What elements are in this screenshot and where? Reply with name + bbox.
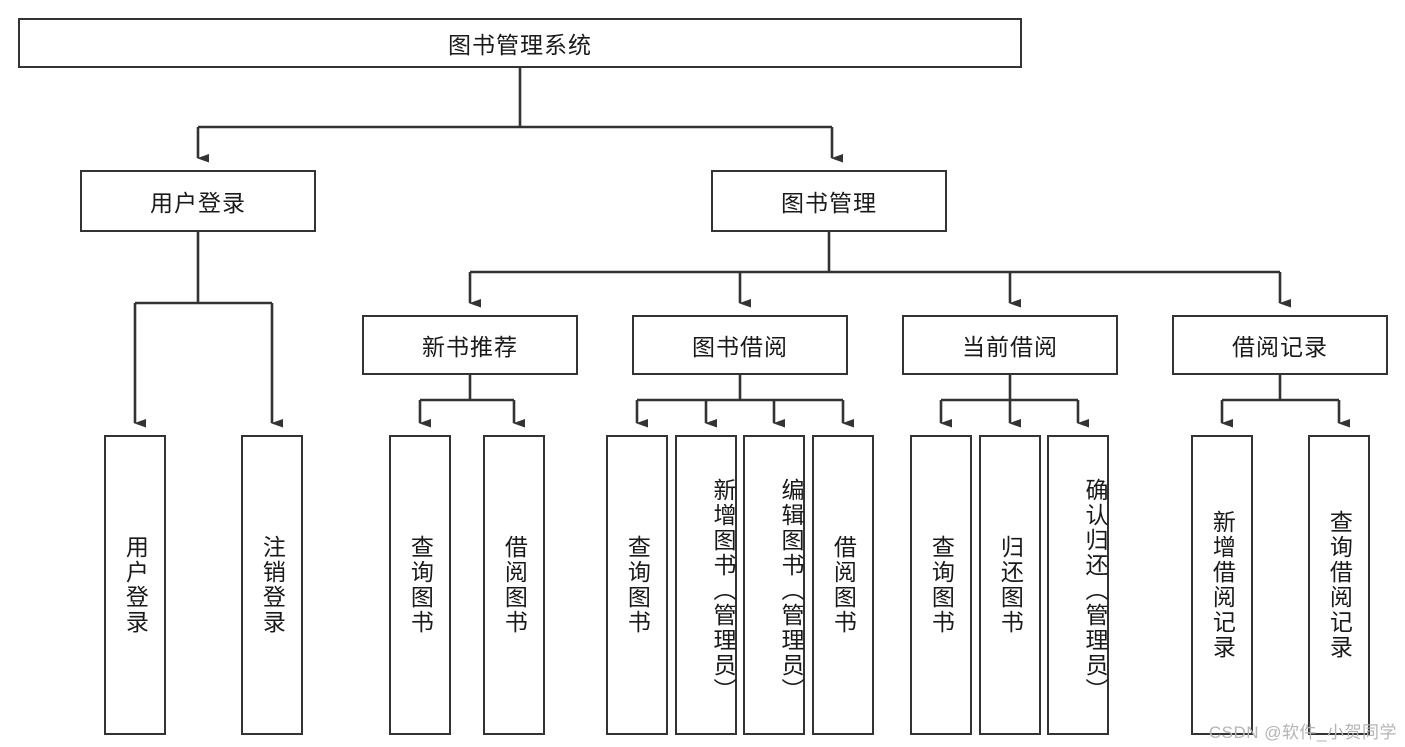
leaf-user-login-login[interactable]: 用户登录	[104, 435, 166, 735]
node-label: 图书借阅	[692, 334, 788, 360]
node-book-management[interactable]: 图书管理	[711, 170, 947, 232]
node-label: 归还图书	[997, 535, 1024, 635]
node-label: 查询图书	[928, 535, 955, 635]
node-label: 用户登录	[122, 535, 149, 635]
node-label: 查询图书	[624, 535, 651, 635]
node-current-borrow[interactable]: 当前借阅	[902, 315, 1118, 375]
leaf-book-borrow-edit-book-admin[interactable]: 编辑图书（管理员）	[743, 435, 805, 735]
leaf-new-book-query-books[interactable]: 查询图书	[389, 435, 451, 735]
node-label: 新增图书（管理员）	[710, 477, 736, 703]
leaf-current-borrow-confirm-return-admin[interactable]: 确认归还（管理员）	[1047, 435, 1109, 735]
leaf-borrow-record-add-record[interactable]: 新增借阅记录	[1191, 435, 1253, 735]
leaf-book-borrow-add-book-admin[interactable]: 新增图书（管理员）	[675, 435, 737, 735]
node-label: 借阅图书	[501, 535, 528, 635]
leaf-book-borrow-query-books[interactable]: 查询图书	[606, 435, 668, 735]
node-label: 图书管理系统	[448, 32, 592, 58]
node-label: 注销登录	[259, 535, 286, 635]
leaf-new-book-borrow-books[interactable]: 借阅图书	[483, 435, 545, 735]
node-label: 借阅图书	[830, 535, 857, 635]
leaf-current-borrow-return-books[interactable]: 归还图书	[979, 435, 1041, 735]
node-label: 新书推荐	[422, 334, 518, 360]
leaf-user-login-logout[interactable]: 注销登录	[241, 435, 303, 735]
node-label: 图书管理	[781, 190, 877, 216]
node-label: 新增借阅记录	[1209, 510, 1236, 660]
node-book-borrow[interactable]: 图书借阅	[632, 315, 848, 375]
leaf-book-borrow-borrow-books[interactable]: 借阅图书	[812, 435, 874, 735]
node-label: 查询借阅记录	[1326, 510, 1353, 660]
node-borrow-record[interactable]: 借阅记录	[1172, 315, 1388, 375]
node-label: 编辑图书（管理员）	[778, 477, 804, 703]
csdn-watermark: CSDN @软件_小贺同学	[1208, 723, 1397, 742]
node-label: 确认归还（管理员）	[1082, 477, 1108, 703]
node-label: 查询图书	[407, 535, 434, 635]
node-label: 当前借阅	[962, 334, 1058, 360]
leaf-borrow-record-query-record[interactable]: 查询借阅记录	[1308, 435, 1370, 735]
leaf-current-borrow-query-books[interactable]: 查询图书	[910, 435, 972, 735]
node-new-book-recommend[interactable]: 新书推荐	[362, 315, 578, 375]
node-user-login[interactable]: 用户登录	[80, 170, 316, 232]
node-label: 借阅记录	[1232, 334, 1328, 360]
node-label: 用户登录	[150, 190, 246, 216]
node-root-library-system[interactable]: 图书管理系统	[18, 18, 1022, 68]
